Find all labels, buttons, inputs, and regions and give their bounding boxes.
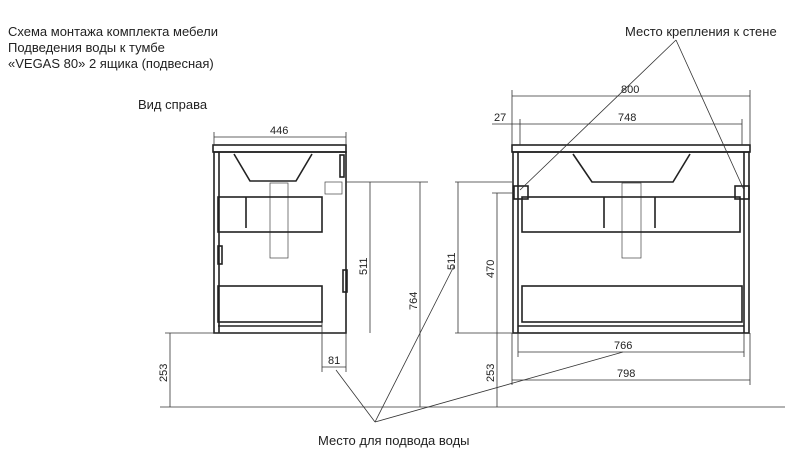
dim-pipe-offset: 81 (328, 355, 340, 367)
dim-side-height: 511 (358, 257, 370, 275)
dim-floor-gap-side: 253 (158, 364, 170, 382)
wall-mount-callout: Место крепления к стене (625, 24, 777, 39)
water-supply-callout: Место для подвода воды (318, 433, 470, 448)
dim-floor-gap-front: 253 (485, 364, 497, 382)
side-view-dimensions (165, 132, 512, 407)
side-view-label: Вид справа (138, 97, 208, 112)
dim-side-height-2: 511 (446, 252, 458, 270)
dim-front-width: 800 (621, 84, 639, 96)
wall-bracket-left (513, 185, 529, 200)
dim-mount-span: 748 (618, 112, 636, 124)
front-view-cabinet (511, 144, 751, 334)
dim-side-width: 446 (270, 125, 288, 137)
front-view-dimensions (492, 90, 751, 407)
title-line-3: «VEGAS 80» 2 ящика (подвесная) (8, 56, 214, 71)
title-line-1: Схема монтажа комплекта мебели (8, 24, 218, 39)
side-view-cabinet (212, 144, 348, 334)
title-line-2: Подведения воды к тумбе (8, 40, 165, 55)
dim-body-width: 798 (617, 368, 635, 380)
dim-total-height: 764 (408, 292, 420, 310)
dim-front-body-height: 470 (485, 260, 497, 278)
dim-inner-width: 766 (614, 340, 632, 352)
dim-front-inset: 27 (494, 112, 506, 124)
leader-lines (335, 39, 745, 423)
